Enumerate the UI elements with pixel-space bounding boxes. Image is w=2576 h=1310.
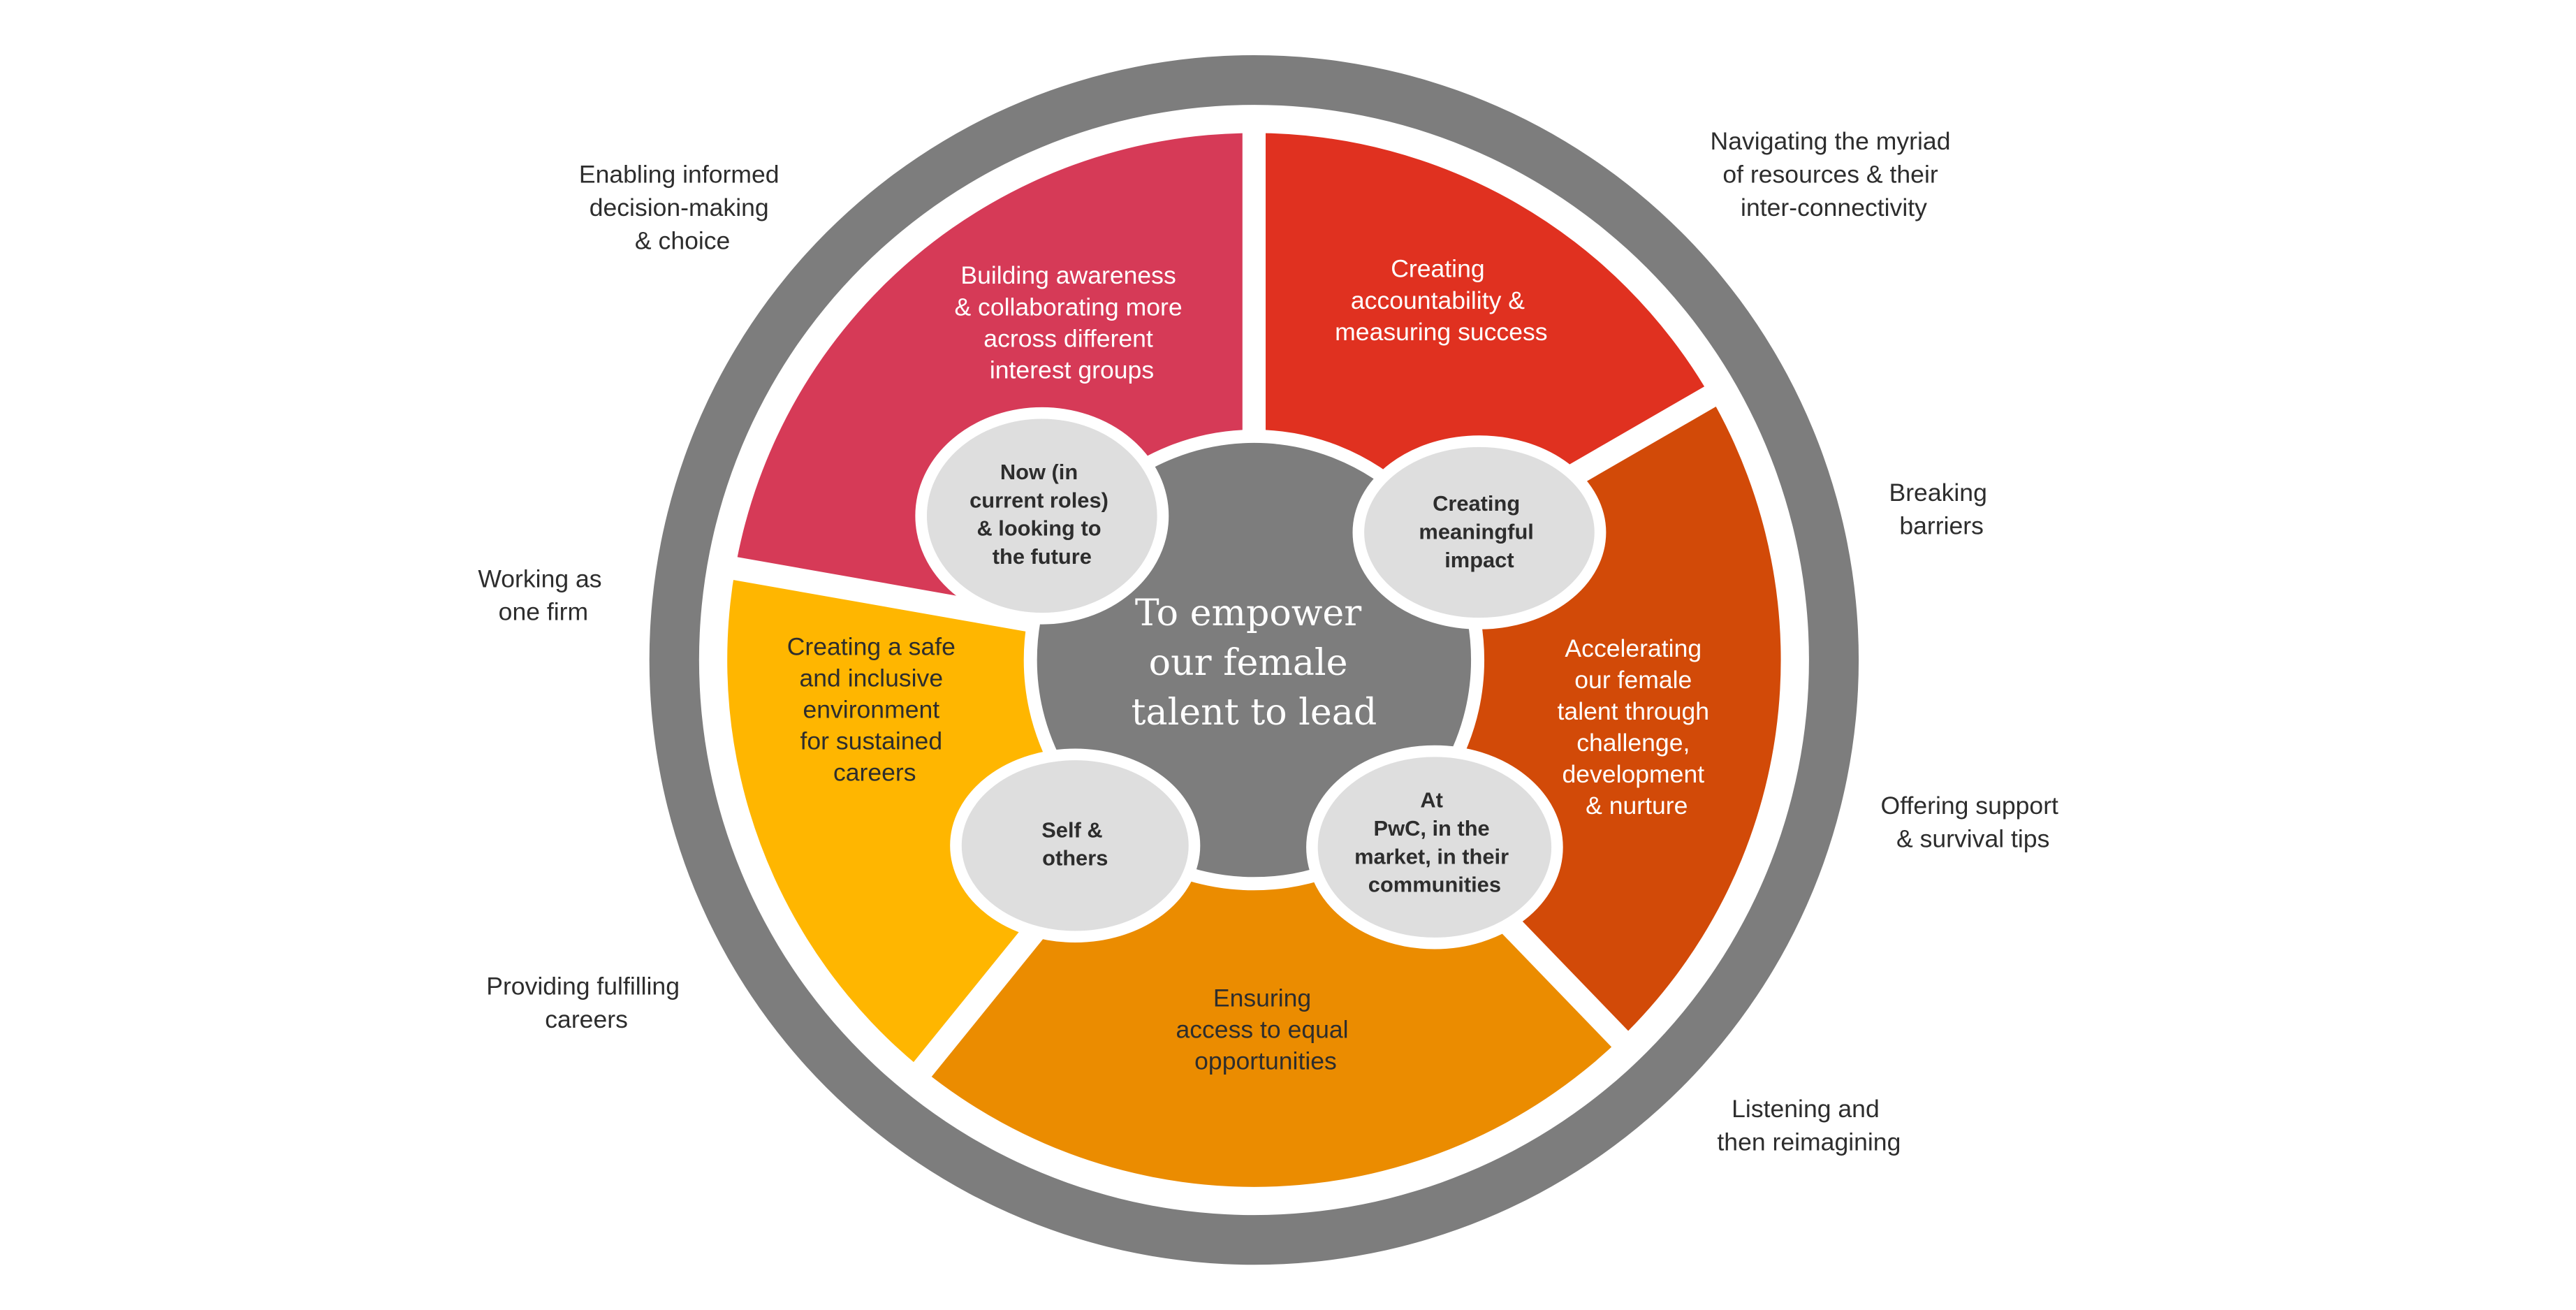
segment-label-accelerating: Accelerating our female talent through c… [1558, 634, 1716, 820]
segment-accountability [1254, 133, 1711, 554]
outer-label-listening: Listening and then reimagining [1717, 1095, 1901, 1156]
segment-label-accountability: Creating accountability & measuring succ… [1335, 255, 1547, 346]
segment-label-environment: Creating a safe and inclusive environmen… [787, 632, 963, 786]
outer-label-barriers: Breaking barriers [1889, 479, 1994, 539]
outer-label-support: Offering support & survival tips [1881, 792, 2065, 852]
node-label-now: Now (in current roles) & looking to the … [969, 460, 1114, 569]
outer-label-one-firm: Working as one firm [478, 565, 608, 625]
node-label-impact: Creating meaningful impact [1419, 491, 1539, 572]
outer-label-informed: Enabling informed decision-making & choi… [579, 161, 786, 255]
segment-label-access: Ensuring access to equal opportunities [1176, 984, 1355, 1075]
segment-label-awareness: Building awareness & collaborating more … [954, 261, 1189, 384]
node-impact [1352, 435, 1607, 629]
node-pwc [1306, 745, 1563, 949]
segment-awareness [735, 133, 1254, 623]
node-self [950, 748, 1201, 943]
node-now [915, 407, 1169, 625]
center-title: To empower our female talent to lead [1132, 592, 1377, 734]
outer-label-navigating: Navigating the myriad of resources & the… [1711, 127, 1958, 221]
node-label-pwc: At PwC, in the market, in their communit… [1354, 788, 1515, 897]
node-label-self: Self & others [1041, 817, 1108, 870]
outer-label-fulfilling: Providing fulfilling careers [486, 973, 687, 1033]
